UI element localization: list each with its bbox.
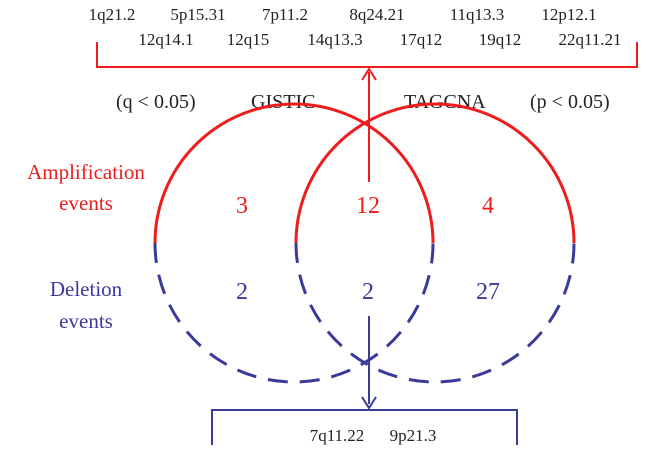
gistic-criterion: (q < 0.05): [116, 91, 196, 113]
deletion-arrow-head: [361, 396, 377, 410]
top-region-9: 14q13.3: [307, 30, 362, 49]
amplification-row-label: Amplification events: [27, 160, 145, 215]
top-region-11: 19q12: [479, 30, 522, 49]
tagcna-circle-amplification-arc: [294, 102, 576, 244]
amplification-counts: 3 12 4: [236, 193, 494, 219]
deletion-label-line2: events: [59, 309, 113, 333]
amplification-shared-count: 12: [356, 193, 380, 219]
deletion-counts: 2 2 27: [236, 279, 500, 305]
bottom-region-1: 7q11.22: [310, 426, 365, 445]
gistic-label: GISTIC: [251, 91, 315, 113]
tagcna-criterion: (p < 0.05): [530, 91, 610, 113]
top-region-6: 12p12.1: [541, 5, 596, 24]
set-headers: (q < 0.05) GISTIC TAGCNA (p < 0.05): [116, 91, 610, 113]
top-region-3: 7p11.2: [262, 5, 308, 24]
bottom-region-list: 7q11.22 9p21.3: [310, 426, 437, 445]
amplification-arrow-head: [361, 67, 377, 81]
top-bracket: [96, 42, 638, 68]
top-region-list: 1q21.2 5p15.31 7p11.2 8q24.21 11q13.3 12…: [89, 5, 622, 49]
deletion-tagcna-only-count: 27: [476, 279, 500, 305]
deletion-gistic-only-count: 2: [236, 279, 248, 305]
top-region-1: 1q21.2: [89, 5, 136, 24]
top-region-2: 5p15.31: [170, 5, 225, 24]
deletion-row-label: Deletion events: [50, 277, 123, 333]
gistic-circle-deletion-arc: [153, 242, 435, 384]
amplification-label-line2: events: [59, 191, 113, 215]
tagcna-circle-deletion-arc: [294, 242, 576, 384]
top-region-7: 12q14.1: [138, 30, 193, 49]
bottom-region-2: 9p21.3: [390, 426, 437, 445]
top-region-12: 22q11.21: [558, 30, 621, 49]
amplification-label-line1: Amplification: [27, 160, 145, 184]
top-region-10: 17q12: [400, 30, 443, 49]
gistic-circle-amplification-arc: [153, 102, 435, 244]
bottom-bracket: [211, 409, 518, 445]
top-region-4: 8q24.21: [349, 5, 404, 24]
top-region-5: 11q13.3: [450, 5, 505, 24]
amplification-tagcna-only-count: 4: [482, 193, 494, 219]
top-region-8: 12q15: [227, 30, 270, 49]
deletion-label-line1: Deletion: [50, 277, 123, 301]
amplification-gistic-only-count: 3: [236, 193, 248, 219]
deletion-shared-count: 2: [362, 279, 374, 305]
